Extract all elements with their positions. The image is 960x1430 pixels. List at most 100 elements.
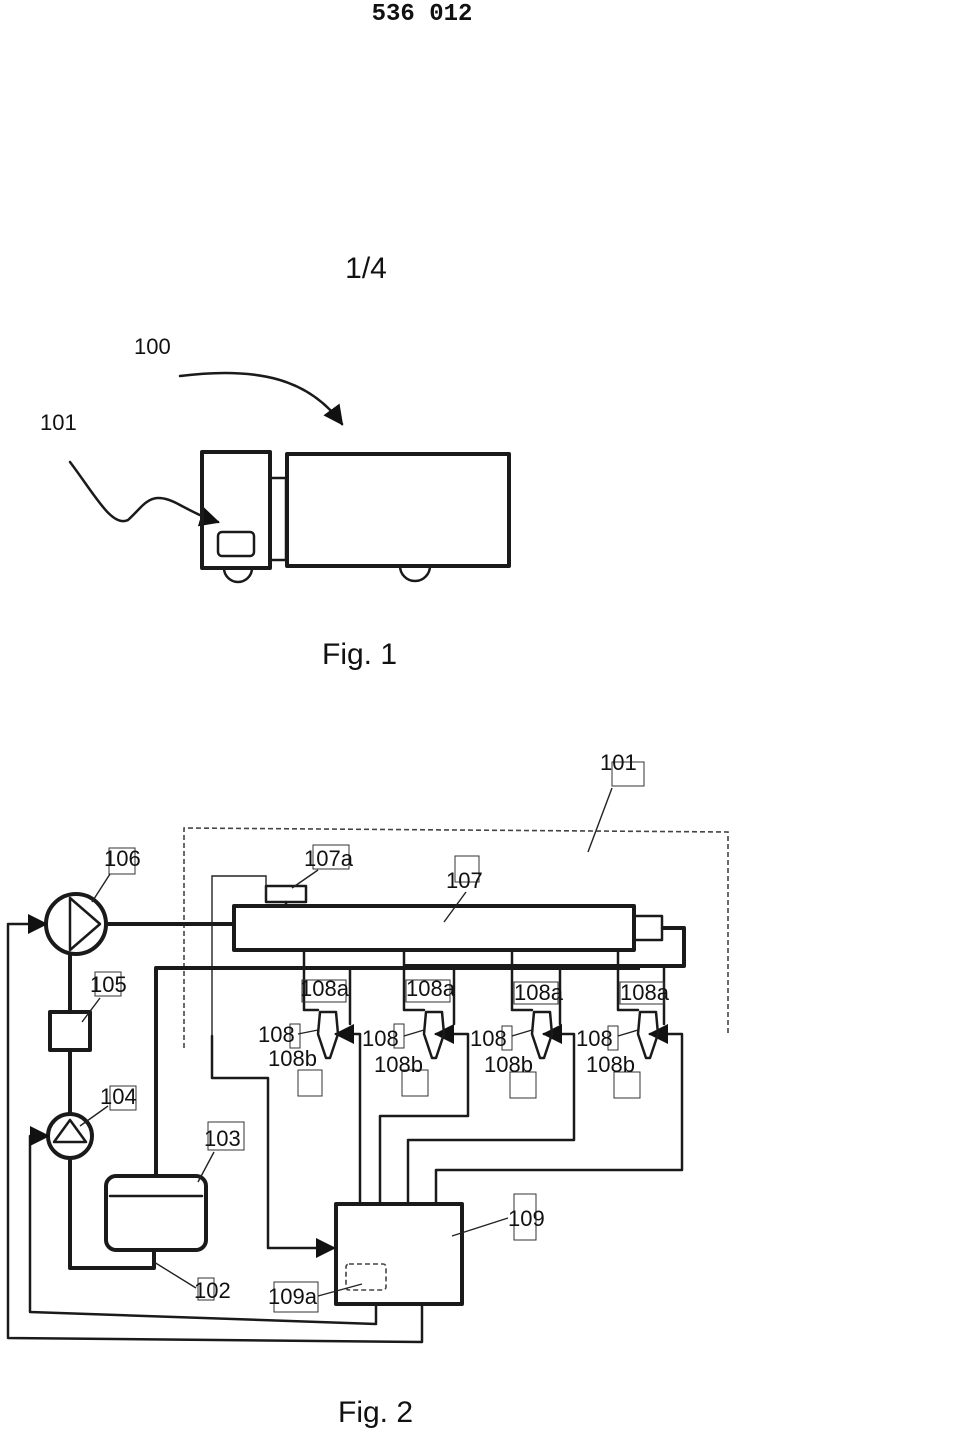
injector-2-feed [402, 948, 426, 1012]
label-box-109 [513, 1193, 537, 1241]
common-rail [232, 904, 636, 952]
label-box-108a-2 [405, 979, 451, 1003]
fig2-label-102: 102 [194, 1278, 231, 1303]
label-box-108-3 [501, 1025, 513, 1051]
leader-108-1 [297, 1029, 319, 1035]
truck-cargo-body [285, 452, 511, 568]
leader-101 [587, 787, 613, 853]
label-box-107a [312, 844, 350, 870]
leader-107 [443, 891, 467, 923]
supply-tank-line [68, 1158, 156, 1270]
leader-107a [291, 869, 319, 889]
fig1-caption: Fig. 1 [322, 638, 397, 671]
injector-3-body [530, 1010, 554, 1060]
injector-3: 108a 108 108b [470, 948, 564, 1099]
control-system-box [216, 530, 256, 558]
injector-2-body [422, 1010, 446, 1060]
label-box-108b-3 [509, 1071, 537, 1099]
label-box-105 [94, 971, 122, 997]
injector-1-feed [302, 948, 320, 1012]
fuel-filter [48, 1010, 92, 1052]
fig2-label-101: 101 [600, 750, 637, 775]
fig2-fuel-system: 101 106 107 107a 105 [6, 750, 729, 1429]
label-box-106 [108, 847, 136, 875]
control-line-injector-4 [434, 1024, 684, 1206]
label-box-108b-2 [401, 1069, 429, 1097]
label-box-101 [611, 761, 645, 787]
label-box-107 [454, 855, 480, 883]
leader-109a [317, 1283, 363, 1297]
leader-108-3 [511, 1029, 533, 1037]
fuel-tank [104, 1174, 208, 1252]
document-number: 536 012 [372, 1, 473, 28]
pump-triangle-106 [68, 896, 102, 952]
sheet-number: 1/4 [345, 252, 387, 285]
fig2-label-109a: 109a [268, 1284, 318, 1309]
control-line-injector-1 [334, 1024, 362, 1206]
label-box-108a-4 [619, 981, 665, 1005]
leader-103 [197, 1151, 215, 1183]
control-line-injector-3 [406, 1024, 576, 1206]
rail-pressure-valve [632, 914, 664, 942]
feed-pump-triangle [52, 1118, 88, 1144]
leader-106 [91, 873, 111, 903]
injector-4-body [636, 1010, 660, 1060]
leader-102 [153, 1261, 197, 1289]
fig2-label-105: 105 [90, 972, 127, 997]
label-box-102 [197, 1277, 215, 1301]
label-box-109a [273, 1281, 319, 1313]
control-system-boundary [183, 827, 729, 1048]
fig1-label-101: 101 [40, 410, 77, 435]
fig1-label-100: 100 [134, 334, 171, 359]
fig2-label-106: 106 [104, 846, 141, 871]
fig1-arrow-100 [178, 371, 344, 426]
control-line-hp-pump [6, 914, 424, 1344]
leader-109 [451, 1217, 509, 1237]
sensor-signal-line [210, 1034, 336, 1258]
injector-4-label-108: 108 [576, 1026, 613, 1051]
injector-4-feed [616, 948, 640, 1012]
fig2-label-107: 107 [446, 868, 483, 893]
injector-2-label-108b: 108b [374, 1052, 423, 1077]
rear-wheel [398, 564, 432, 583]
front-wheel [222, 566, 254, 584]
fig2-label-104: 104 [100, 1084, 137, 1109]
label-box-108b-4 [613, 1071, 641, 1099]
pressure-sensor [264, 884, 308, 904]
control-unit [334, 1202, 464, 1306]
label-box-108b-1 [297, 1069, 323, 1097]
return-manifold [154, 966, 640, 1176]
label-box-108-1 [289, 1023, 301, 1049]
injector-2-label-108: 108 [362, 1026, 399, 1051]
injector-4-label-108b: 108b [586, 1052, 635, 1077]
control-line-injector-2 [378, 1024, 470, 1206]
fig2-label-109: 109 [508, 1206, 545, 1231]
label-box-103 [207, 1121, 245, 1151]
leader-105 [81, 997, 101, 1023]
injector-3-label-108: 108 [470, 1026, 507, 1051]
fig1-arrow-101 [68, 460, 220, 527]
cab-trailer-coupling [268, 476, 288, 562]
leader-104 [79, 1105, 109, 1127]
injector-1-label-108b: 108b [268, 1046, 317, 1071]
truck-cab [200, 450, 272, 570]
injector-4: 108a 108 108b [576, 948, 670, 1099]
injector-3-label-108b: 108b [484, 1052, 533, 1077]
fig2-label-103: 103 [204, 1126, 241, 1151]
injector-2: 108a 108 108b [362, 948, 456, 1097]
label-box-108a-1 [301, 979, 347, 1003]
injector-1-body [316, 1010, 340, 1060]
rail-return-line [404, 926, 686, 968]
fig2-caption: Fig. 2 [338, 1396, 413, 1429]
label-box-108-4 [607, 1025, 619, 1051]
label-box-104 [109, 1085, 137, 1111]
injector-1: 108a 108 108b [258, 948, 352, 1097]
injector-2-label-108a: 108a [406, 976, 456, 1001]
injector-1-label-108a: 108a [300, 976, 350, 1001]
fig2-label-107a: 107a [304, 846, 354, 871]
leader-108-2 [403, 1029, 425, 1037]
control-line-feed-pump [28, 1126, 378, 1326]
injector-1-label-108: 108 [258, 1022, 295, 1047]
injector-3-label-108a: 108a [514, 980, 564, 1005]
